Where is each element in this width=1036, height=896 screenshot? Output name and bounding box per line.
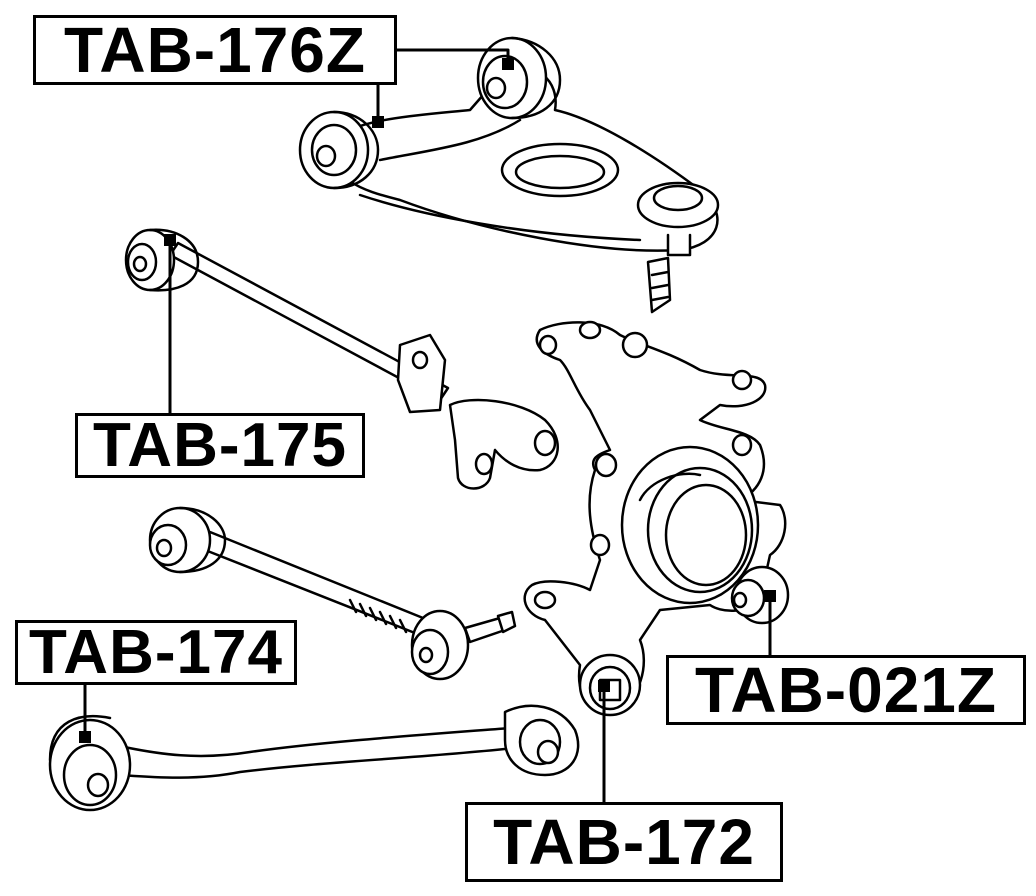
steering-knuckle xyxy=(523,320,787,713)
part-label-tab-021z: TAB-021Z xyxy=(666,655,1026,725)
toe-control-link xyxy=(198,530,517,681)
part-label-tab-175: TAB-175 xyxy=(75,413,365,478)
lower-link xyxy=(113,704,580,779)
part-label-tab-172: TAB-172 xyxy=(465,802,783,882)
bushing-176z-front xyxy=(298,110,380,190)
bushing-174 xyxy=(48,714,132,812)
bushing-176z-rear xyxy=(476,36,562,120)
bushing-021z xyxy=(730,565,790,625)
bushing-toe-link-inner xyxy=(148,506,227,574)
leader-markers xyxy=(79,58,776,743)
lateral-link xyxy=(168,241,559,490)
part-label-tab-174: TAB-174 xyxy=(15,620,297,685)
bushing-175 xyxy=(124,228,200,292)
upper-control-arm xyxy=(328,66,720,314)
part-label-tab-176z: TAB-176Z xyxy=(33,15,397,85)
